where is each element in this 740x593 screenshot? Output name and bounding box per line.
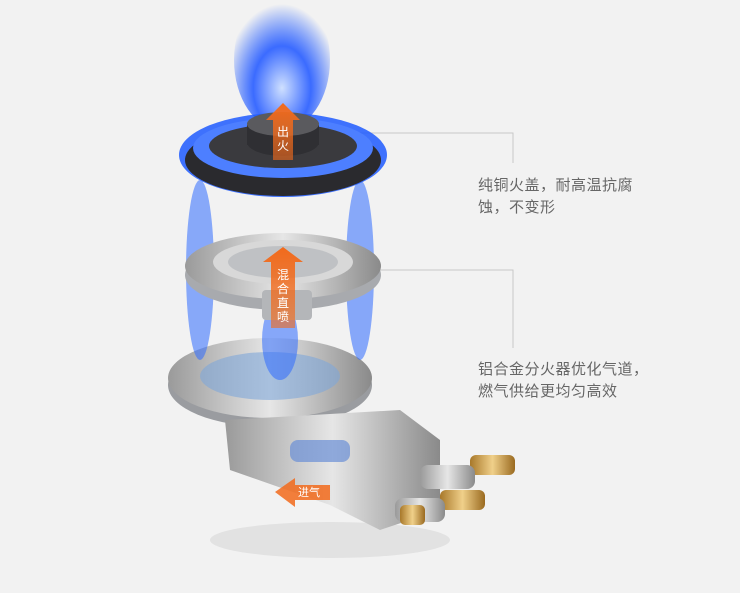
callout-distributor: 铝合金分火器优化气道， 燃气供给更均匀高效 [478,358,649,402]
callout-copper-cap: 纯铜火盖，耐高温抗腐 蚀，不变形 [478,174,633,218]
callout-line: 燃气供给更均匀高效 [478,382,618,400]
callout-line: 蚀，不变形 [478,198,556,216]
arrow-left-icon [275,478,330,507]
fire-out-label: 出火 [276,125,289,153]
gas-in-label: 进气 [298,486,320,499]
arrow-up-icon [263,247,303,328]
arrow-up-icon [266,103,300,160]
leader-line-bottom [380,269,514,348]
brass-nozzle [395,455,515,525]
callout-line: 纯铜火盖，耐高温抗腐 [478,176,634,194]
gas-valve [225,410,515,530]
flame [179,0,387,197]
base-plate [168,338,372,427]
callout-line: 铝合金分火器优化气道， [478,360,649,378]
mix-spray-label: 混合直喷 [276,268,289,324]
